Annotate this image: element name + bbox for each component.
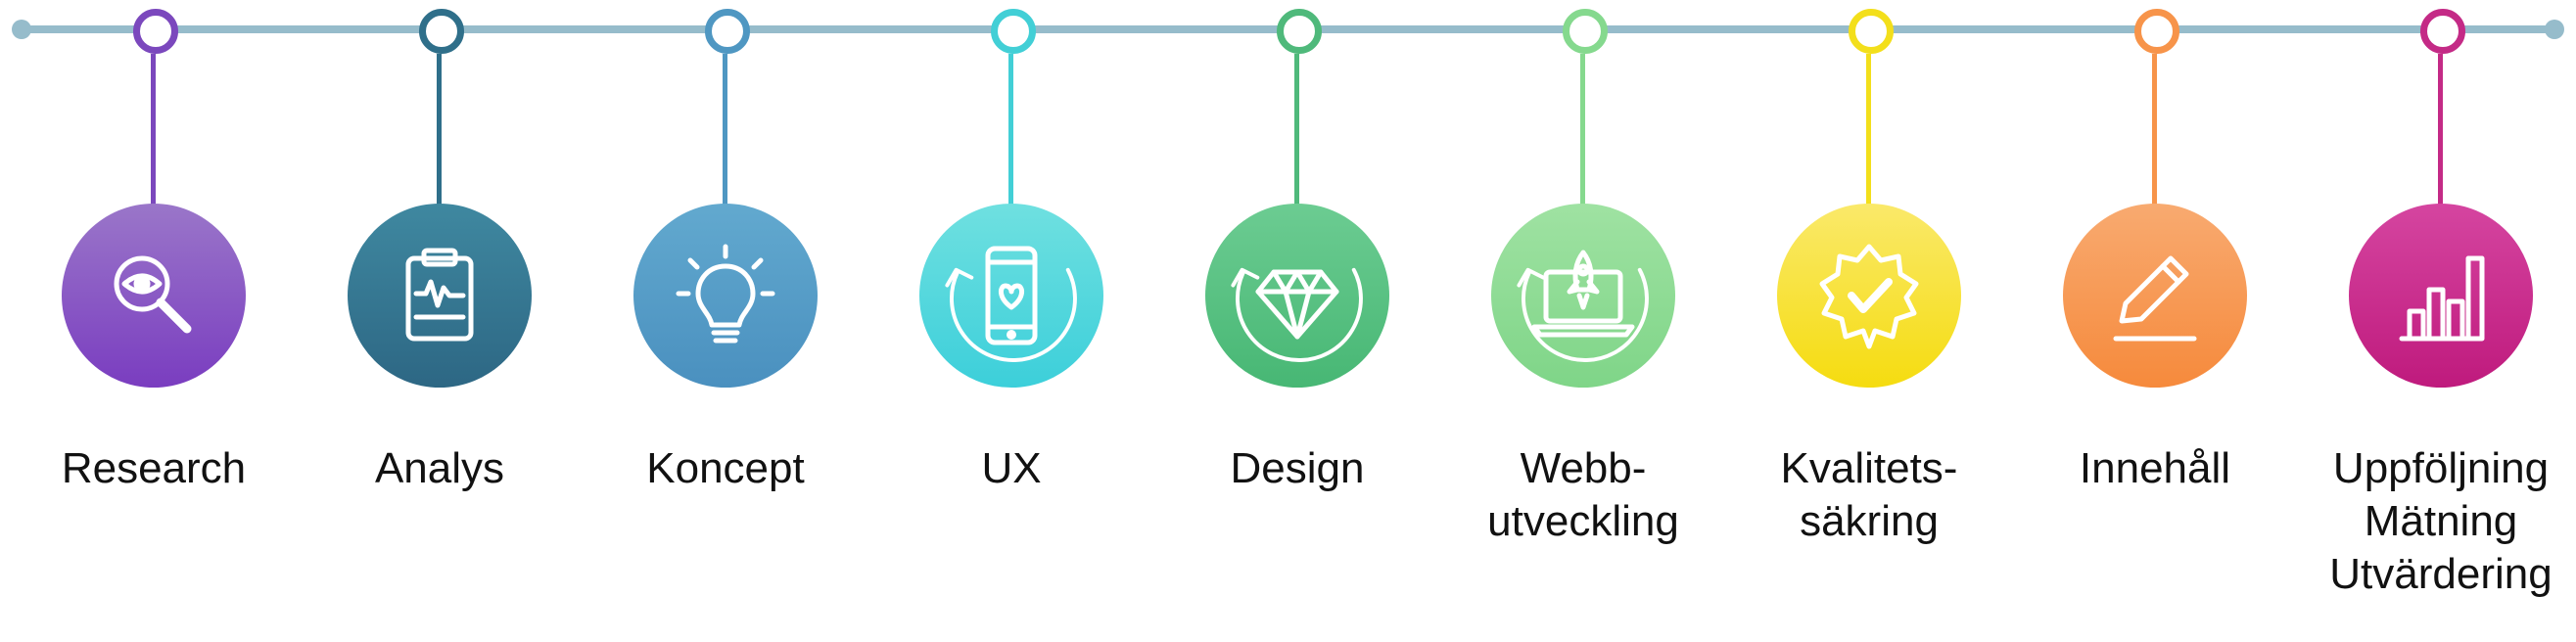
laptop-rocket-icon <box>1531 250 1635 338</box>
step-label-line: Webb- <box>1520 444 1647 492</box>
phone-heart-icon <box>985 246 1038 345</box>
timeline-node <box>1563 9 1608 54</box>
step-label-line: Innehåll <box>2079 444 2231 492</box>
step-label: Webb-utveckling <box>1436 442 1730 548</box>
step-label: Kvalitets-säkring <box>1722 442 2016 548</box>
step-badge <box>1777 204 1961 388</box>
step-label-line: Koncept <box>646 444 805 492</box>
connector-line <box>1008 54 1013 210</box>
step-analys: Analys <box>293 0 586 642</box>
timeline-node <box>991 9 1036 54</box>
step-innehall: Innehåll <box>2008 0 2302 642</box>
step-label: Research <box>7 442 301 495</box>
step-badge <box>1491 204 1675 388</box>
connector-line <box>1580 54 1585 210</box>
bar-chart-icon <box>2399 255 2485 342</box>
cycle-arrow-icon <box>1517 267 1649 362</box>
connector-line <box>1866 54 1871 210</box>
timeline-node <box>419 9 464 54</box>
timeline-start-dot <box>12 20 31 39</box>
timeline-node <box>2134 9 2179 54</box>
timeline-node <box>2420 9 2465 54</box>
step-label-line: Utvärdering <box>2329 550 2553 598</box>
step-badge <box>62 204 246 388</box>
step-badge <box>2349 204 2533 388</box>
timeline-end-dot <box>2545 20 2564 39</box>
cycle-arrow-icon <box>945 267 1077 362</box>
step-badge <box>633 204 818 388</box>
step-kvalitetssakring: Kvalitets-säkring <box>1722 0 2016 642</box>
lightbulb-icon <box>676 244 775 344</box>
connector-line <box>723 54 727 210</box>
step-label: Design <box>1150 442 1444 495</box>
step-badge <box>2063 204 2247 388</box>
connector-line <box>1294 54 1299 210</box>
step-label-line: Design <box>1230 444 1365 492</box>
connector-line <box>437 54 442 210</box>
step-label-line: säkring <box>1800 497 1939 545</box>
step-label-line: Uppföljning <box>2332 444 2550 492</box>
step-label: Innehåll <box>2008 442 2302 495</box>
step-webbutveckling: Webb-utveckling <box>1436 0 1730 642</box>
step-ux: UX <box>865 0 1158 642</box>
connector-line <box>151 54 156 210</box>
step-label-line: utveckling <box>1487 497 1679 545</box>
step-research: Research <box>7 0 301 642</box>
step-label-line: UX <box>981 444 1042 492</box>
timeline-node <box>133 9 178 54</box>
step-label-line: Mätning <box>2364 497 2518 545</box>
timeline-node <box>1849 9 1894 54</box>
connector-line <box>2152 54 2157 210</box>
step-label-line: Research <box>61 444 247 492</box>
cycle-arrow-icon <box>1231 267 1363 362</box>
step-badge <box>348 204 532 388</box>
step-badge <box>919 204 1103 388</box>
step-koncept: Koncept <box>579 0 872 642</box>
badge-check-icon <box>1819 244 1919 349</box>
pencil-icon <box>2113 255 2197 342</box>
diamond-icon <box>1255 269 1339 340</box>
timeline-node <box>1277 9 1322 54</box>
connector-line <box>2438 54 2443 210</box>
clipboard-chart-icon <box>405 248 474 342</box>
timeline-node <box>705 9 750 54</box>
step-label-line: Kvalitets- <box>1780 444 1958 492</box>
step-label: UX <box>865 442 1158 495</box>
step-design: Design <box>1150 0 1444 642</box>
magnifier-eye-icon <box>114 255 192 334</box>
step-label: Koncept <box>579 442 872 495</box>
step-label: Analys <box>293 442 586 495</box>
step-label-line: Analys <box>374 444 505 492</box>
step-badge <box>1205 204 1389 388</box>
